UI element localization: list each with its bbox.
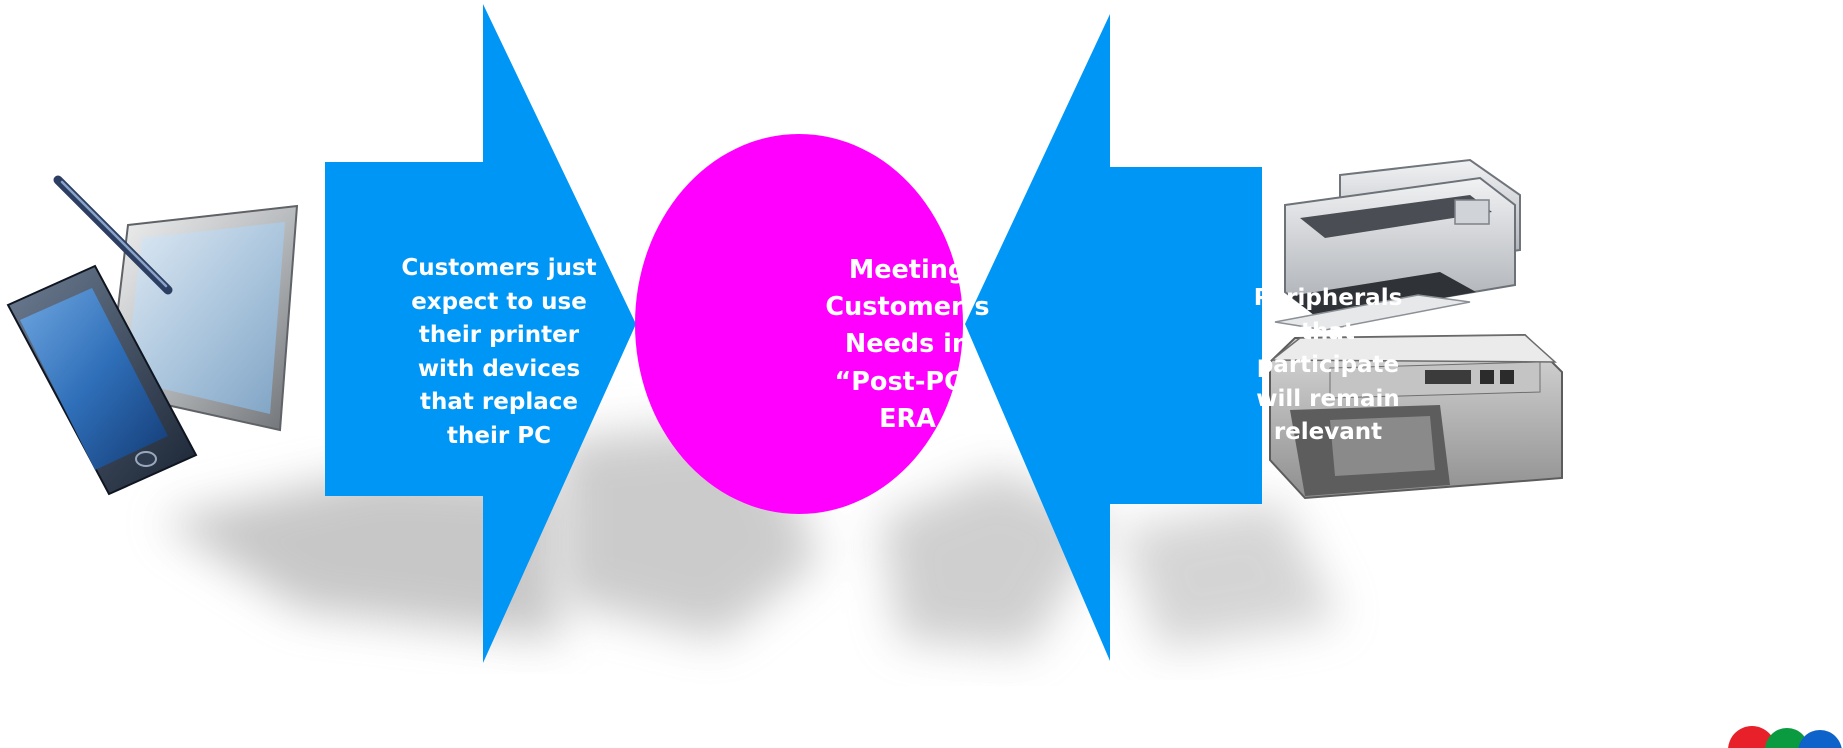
- copier-icon: [1269, 333, 1563, 500]
- right-arrow-label: Peripherals that participate will remain…: [1253, 285, 1403, 446]
- logo-dots-icon: [1728, 726, 1842, 748]
- right-pointing-arrow: [325, 4, 636, 663]
- center-circle-label: Meeting Customer’s Needs in “Post-PC” ER…: [825, 255, 990, 434]
- tablet-stylus-icon: [53, 175, 299, 432]
- center-circle: [635, 134, 963, 514]
- printer-icon: [1274, 158, 1521, 331]
- left-arrow-label: Customers just expect to use their print…: [401, 255, 597, 449]
- left-pointing-arrow: [965, 14, 1262, 661]
- smartphone-icon: [6, 264, 198, 496]
